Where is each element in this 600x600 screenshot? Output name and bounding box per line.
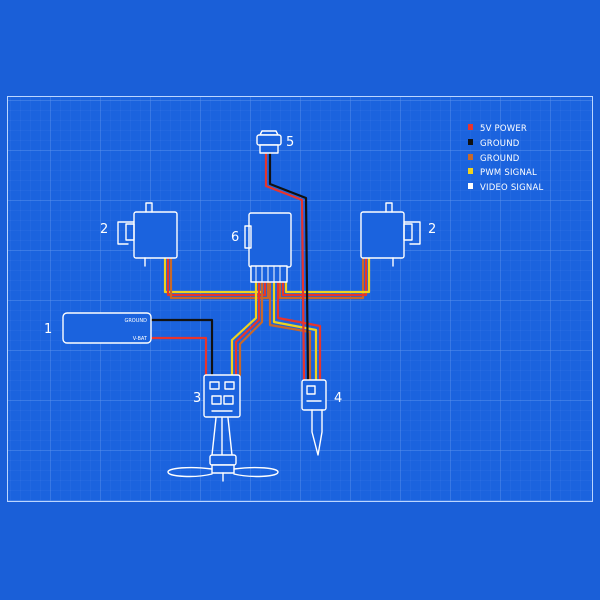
wire-motor-c	[227, 417, 233, 456]
wire-vtx-power	[276, 280, 322, 382]
wire-vtx-ground	[268, 280, 312, 382]
wire-right-servo-power	[281, 256, 368, 297]
wire-left-servo-ground	[169, 256, 270, 300]
legend-label: GROUND	[480, 139, 520, 149]
wire-battery-ground	[149, 318, 214, 377]
legend-swatch	[468, 124, 473, 130]
wire-esc-ground	[238, 280, 264, 377]
wire-left-servo-power	[166, 256, 267, 297]
label-camera-number: 5	[286, 135, 294, 150]
legend-label: GROUND	[480, 154, 520, 164]
battery-component	[62, 312, 152, 344]
legend-item: GROUND	[468, 154, 520, 164]
legend-swatch	[468, 183, 473, 189]
legend-label: 5V POWER	[480, 124, 527, 134]
legend-item: GROUND	[468, 139, 520, 149]
wire-battery-vbat	[149, 336, 208, 377]
wire-vtx-signal	[272, 280, 318, 382]
legend-swatch	[468, 139, 473, 145]
motor-propeller	[167, 454, 279, 482]
receiver-component	[244, 212, 292, 283]
legend-label: VIDEO SIGNAL	[480, 183, 543, 193]
label-video-module-number: 4	[334, 391, 342, 406]
camera-component	[256, 130, 282, 154]
sheet-border	[7, 96, 593, 502]
wire-camera-power	[264, 150, 306, 382]
wires	[149, 150, 371, 456]
label-battery-number: 1	[44, 322, 52, 337]
legend-swatch	[468, 168, 473, 174]
legend-swatch	[468, 154, 473, 160]
label-servo-left-number: 2	[100, 222, 108, 237]
wire-motor-a	[211, 417, 217, 456]
legend-label: PWM SIGNAL	[480, 168, 537, 178]
wire-esc-signal	[230, 280, 258, 377]
battery-vbat-label: V-BAT	[133, 336, 148, 342]
legend: 5V POWER GROUND GROUND PWM SIGNAL VIDEO …	[468, 124, 543, 193]
wire-right-servo-ground	[278, 256, 365, 300]
battery-ground-label: GROUND	[124, 318, 147, 324]
legend-item: PWM SIGNAL	[468, 168, 537, 178]
legend-item: VIDEO SIGNAL	[468, 183, 543, 193]
label-receiver-number: 6	[231, 230, 239, 245]
video-module-component	[301, 379, 327, 456]
wire-esc-power	[234, 280, 261, 377]
wire-camera-video	[268, 150, 310, 382]
legend-item: 5V POWER	[468, 124, 527, 134]
label-esc-number: 3	[193, 391, 201, 406]
esc-component	[203, 374, 241, 418]
servo-right	[360, 202, 421, 267]
wire-right-servo-signal	[284, 256, 371, 294]
servo-left	[117, 202, 178, 267]
label-servo-right-number: 2	[428, 222, 436, 237]
